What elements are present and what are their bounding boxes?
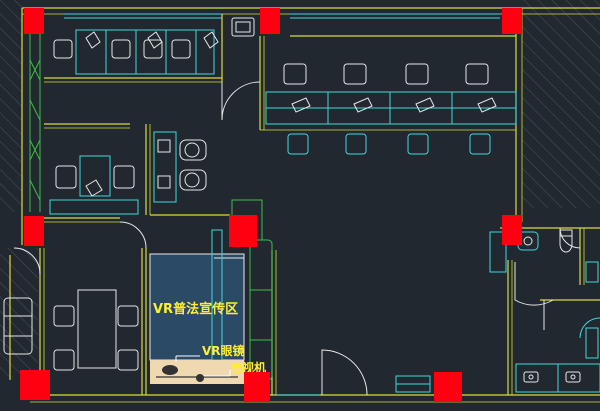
left-green-structure	[29, 30, 41, 212]
bottom-fixtures	[276, 375, 431, 396]
chair-4	[171, 39, 191, 59]
column-6	[502, 215, 522, 245]
chair-9	[287, 133, 309, 155]
chair-17	[53, 349, 75, 371]
chair-12	[469, 133, 491, 155]
chair-16	[117, 305, 139, 327]
meeting-area	[153, 131, 207, 203]
chair-13	[55, 165, 77, 189]
office-desks-top-left	[53, 17, 255, 75]
office-left-middle	[49, 155, 139, 215]
door-swings	[13, 81, 600, 396]
column-4	[24, 216, 44, 246]
column-9	[434, 372, 462, 402]
column-8	[244, 372, 270, 402]
workstations-right	[265, 63, 517, 155]
chair-11	[407, 133, 429, 155]
chair-3	[143, 39, 163, 59]
toilet-icon	[559, 235, 573, 253]
column-7	[20, 370, 50, 400]
chair-10	[345, 133, 367, 155]
stool-2	[184, 172, 200, 188]
column-5	[229, 215, 257, 247]
restroom-area	[489, 229, 600, 393]
vr-floor-area	[149, 253, 245, 361]
column-2	[260, 8, 280, 34]
hatch-left-top	[0, 0, 22, 212]
vr-zone-label: VR普法宣传区	[153, 301, 238, 317]
chair-2	[111, 39, 131, 59]
office-lower-left	[3, 289, 139, 371]
outer-walls	[9, 7, 600, 403]
printer-icon	[231, 17, 255, 37]
vr-glasses-icon	[162, 365, 178, 375]
structural-columns	[20, 8, 522, 402]
top-window	[64, 13, 500, 19]
chair-18	[117, 349, 139, 371]
column-3	[502, 8, 522, 34]
vr-glasses-label: VR眼镜	[202, 343, 245, 358]
chair-7	[405, 63, 429, 85]
column-1	[24, 8, 44, 34]
chair-5	[283, 63, 307, 85]
chair-8	[465, 63, 489, 85]
tv-label: 电视机	[230, 360, 266, 375]
tv-icon	[196, 374, 204, 382]
hatch-right-top	[522, 0, 600, 208]
stool-1	[184, 142, 200, 158]
chair-14	[113, 165, 135, 189]
chair-6	[343, 63, 367, 85]
chair-15	[53, 305, 75, 327]
vr-zone: VR普法宣传区 VR眼镜 电视机	[149, 199, 273, 384]
chair-1	[53, 39, 73, 59]
